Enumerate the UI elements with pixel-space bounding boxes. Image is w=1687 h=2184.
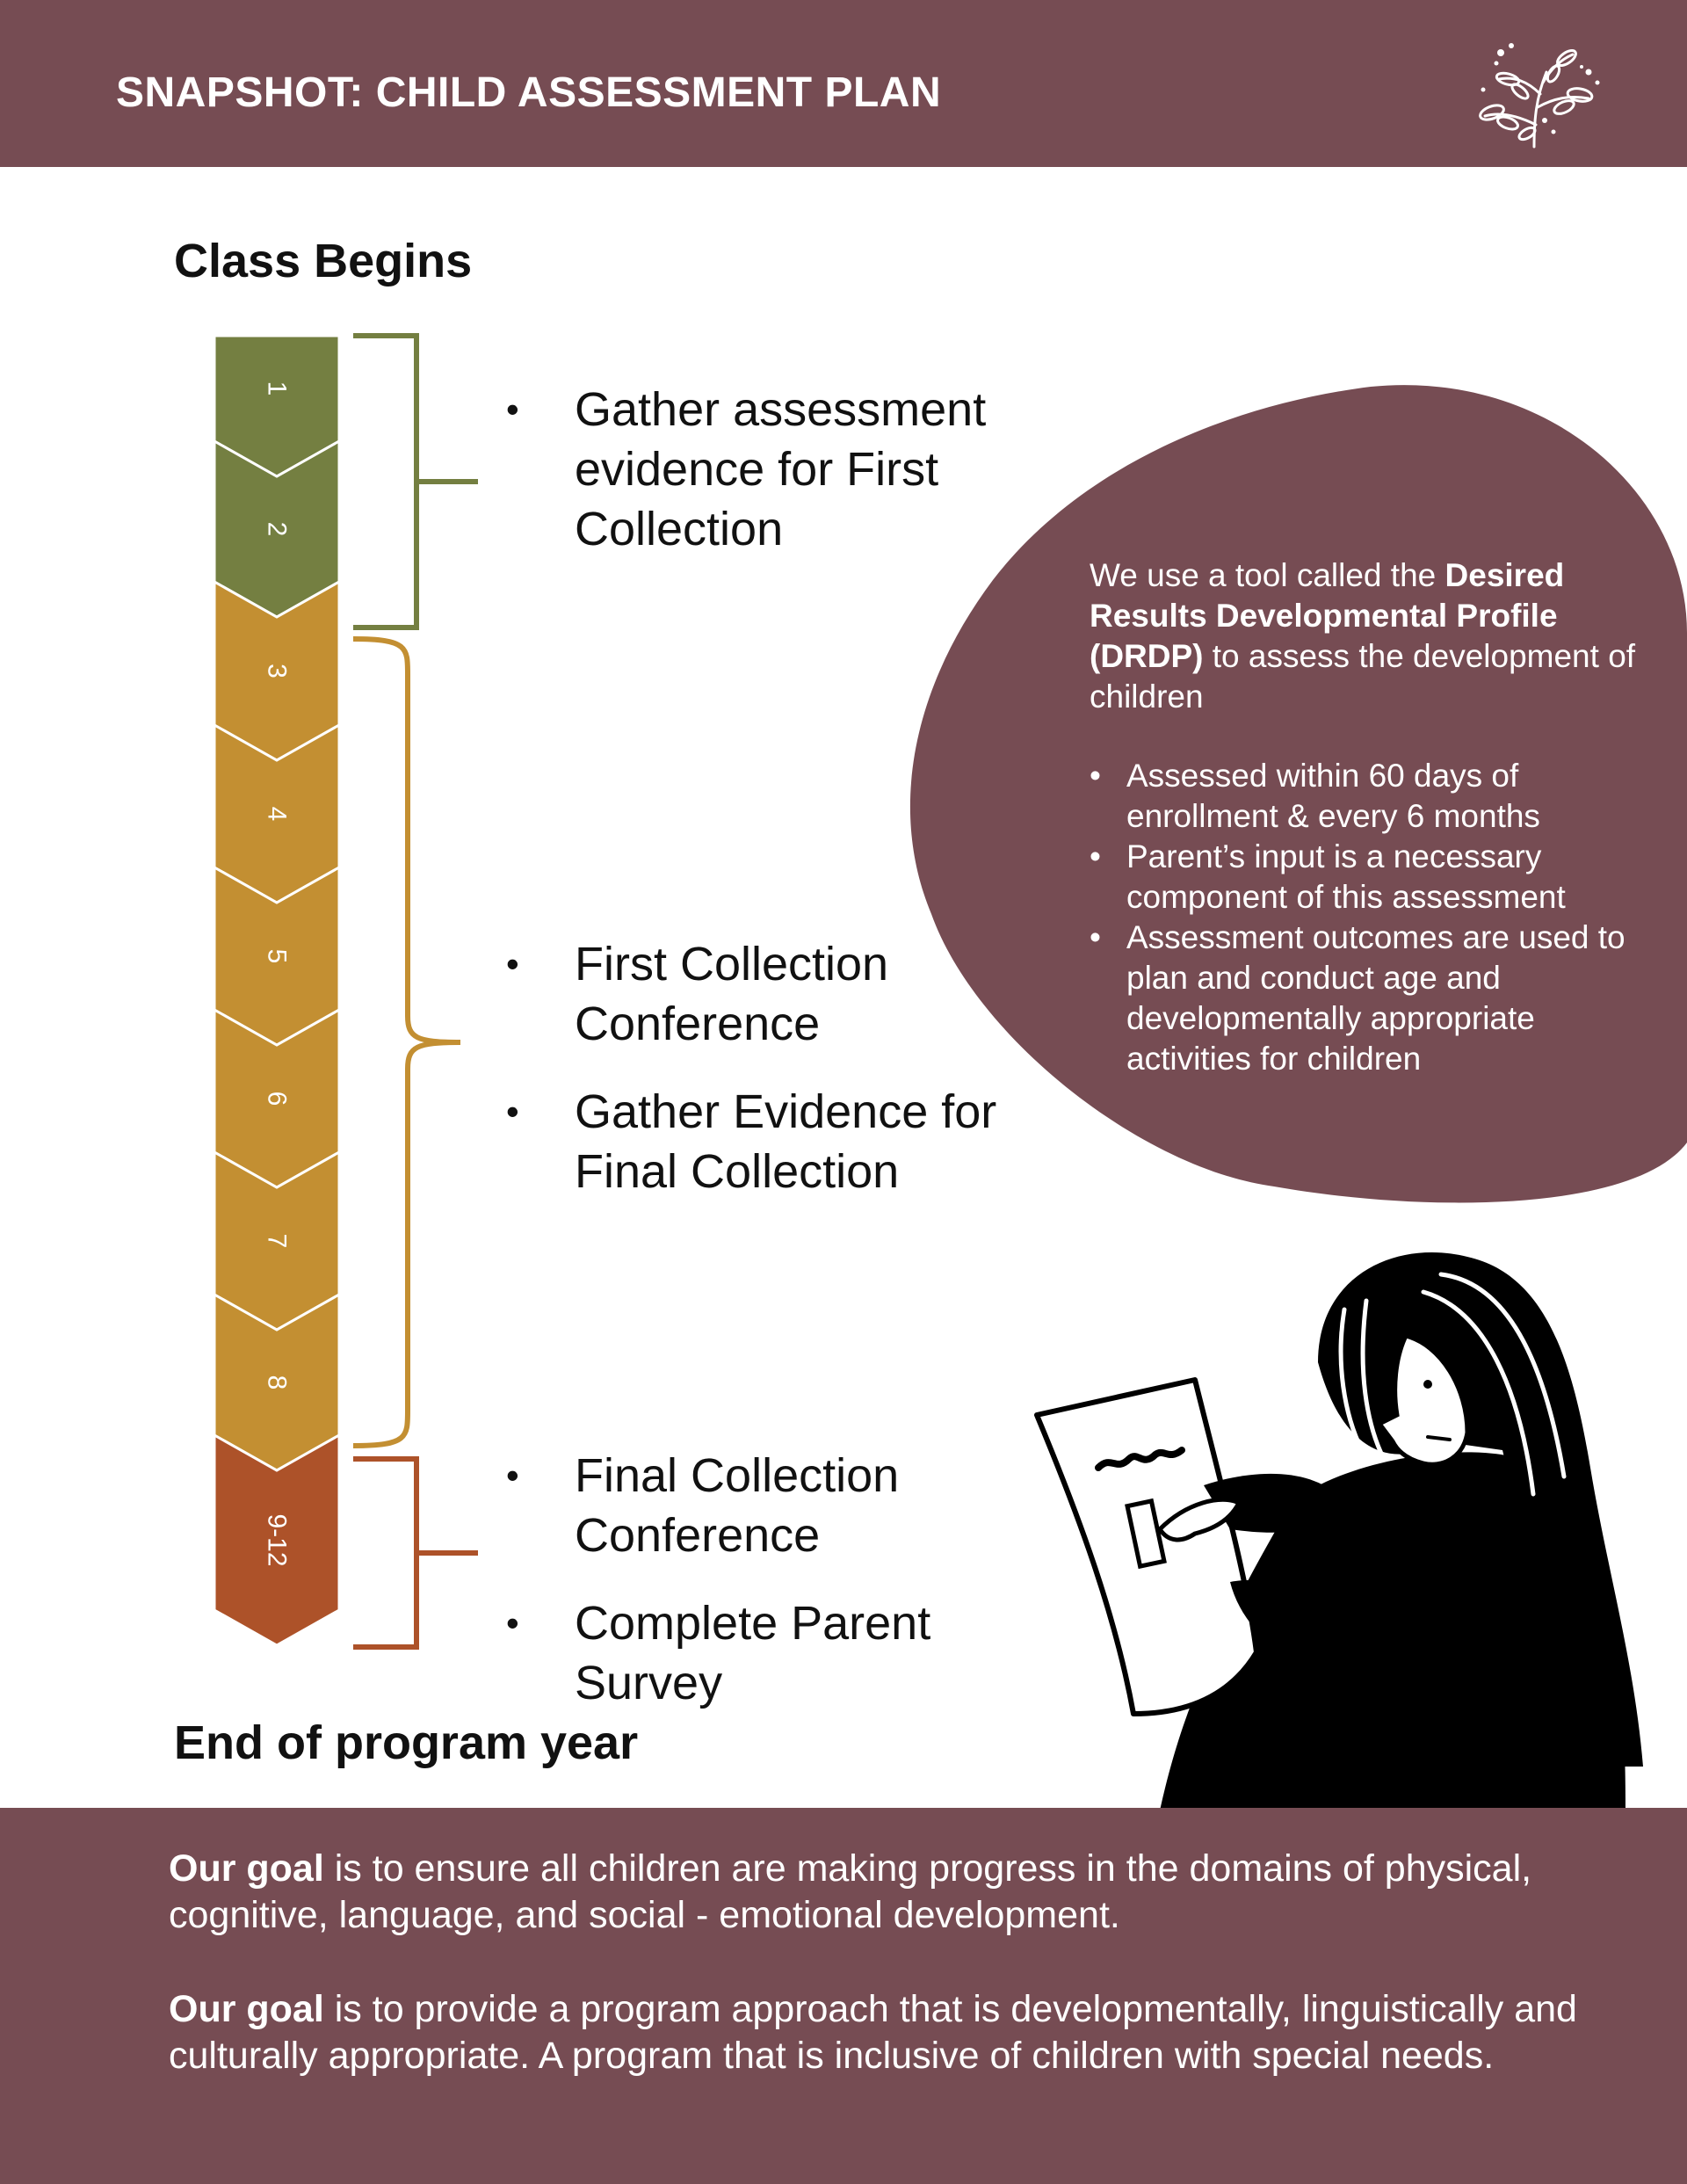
timeline-segment-label: 3: [263, 664, 292, 678]
milestone-end-of-year: End of program year: [174, 1716, 639, 1769]
bullet-item: •First Collection Conference: [506, 938, 889, 1050]
bullet-item: •Complete Parent Survey: [506, 1597, 931, 1709]
timeline-chevron-column: 1 2 3 4 5 6 7 8 9-12: [213, 333, 478, 1650]
timeline-segment-label: 2: [263, 522, 292, 537]
bullet-group-final: •Final Collection Conference •Complete P…: [506, 1446, 1033, 1741]
header-bar: SNAPSHOT: CHILD ASSESSMENT PLAN: [0, 0, 1687, 167]
timeline-segment-label: 4: [263, 807, 292, 822]
bullet-group-middle: •First Collection Conference •Gather Evi…: [506, 934, 1033, 1230]
timeline-segment-label: 9-12: [263, 1513, 292, 1566]
person-reading-document-icon: [1034, 1252, 1643, 1810]
drdp-description: We use a tool called the Desired Results…: [1090, 555, 1643, 1079]
goals-footer: [0, 1808, 1687, 2184]
bullet-item: •Final Collection Conference: [506, 1449, 900, 1562]
drdp-point: •Parent’s input is a necessary component…: [1090, 838, 1566, 915]
timeline-segment-label: 1: [263, 381, 292, 396]
milestone-class-begins: Class Begins: [174, 235, 473, 287]
bracket-weeks-1-2: [353, 333, 478, 630]
drdp-point: •Assessment outcomes are used to plan an…: [1090, 919, 1625, 1077]
bracket-weeks-3-8: [352, 636, 461, 1448]
drdp-info-blob: [909, 385, 1687, 1203]
drdp-tool-name: Desired Results Developmental Profile (D…: [1090, 557, 1565, 674]
goal-statement-2: Our goal is to provide a program approac…: [169, 1988, 1577, 2077]
floral-sprig-icon: [1479, 43, 1600, 149]
timeline-segment-label: 5: [263, 949, 292, 964]
drdp-point: •Assessed within 60 days of enrollment &…: [1090, 758, 1540, 834]
timeline-segment-label: 8: [263, 1375, 292, 1390]
bullet-item: •Gather assessment evidence for First Co…: [506, 383, 987, 555]
timeline-segment-label: 7: [263, 1234, 292, 1249]
timeline-segment: [213, 1433, 341, 1647]
timeline-segment-label: 6: [263, 1092, 292, 1107]
drdp-points-list: •Assessed within 60 days of enrollment &…: [1090, 756, 1643, 1079]
bracket-weeks-9-12: [353, 1456, 478, 1650]
drdp-intro: We use a tool called the Desired Results…: [1090, 557, 1636, 715]
page-title: SNAPSHOT: CHILD ASSESSMENT PLAN: [116, 69, 942, 116]
bullet-item: •Gather Evidence for Final Collection: [506, 1085, 997, 1198]
bullet-group-first: •Gather assessment evidence for First Co…: [506, 380, 1033, 587]
goal-statement-1: Our goal is to ensure all children are m…: [169, 1847, 1532, 1936]
